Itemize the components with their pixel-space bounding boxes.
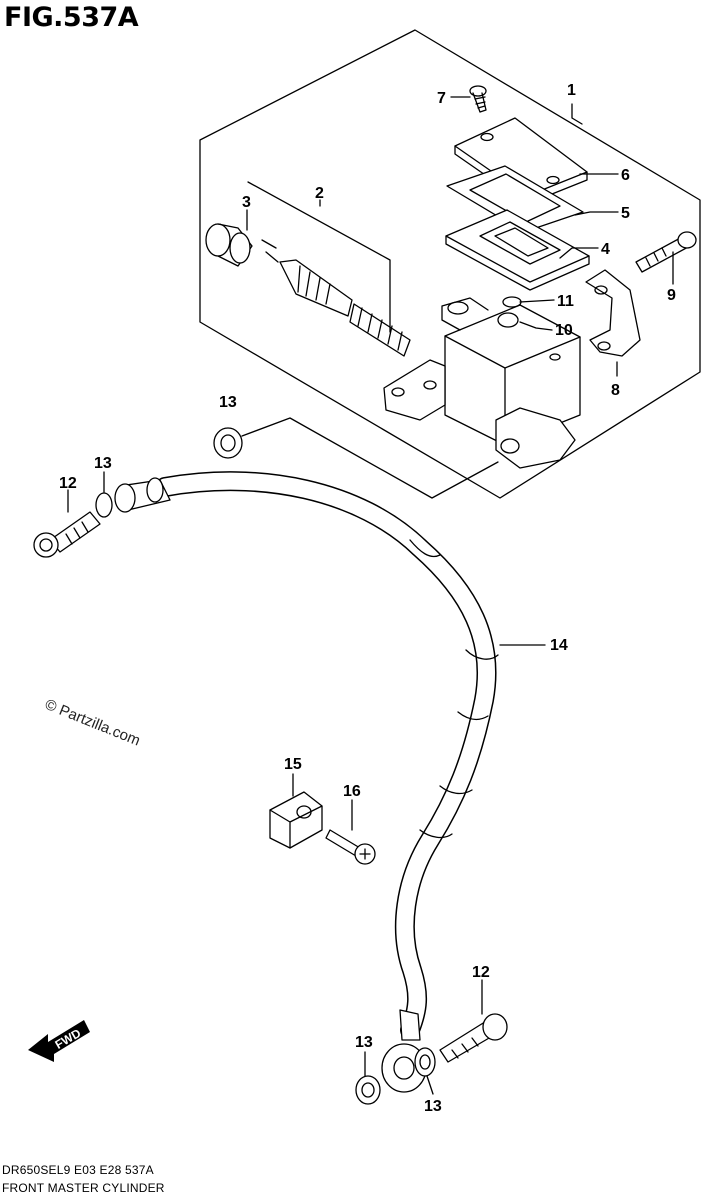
- callout-6: 6: [621, 167, 630, 184]
- screw-16: [325, 829, 376, 865]
- callout-12-lower: 12: [472, 964, 490, 981]
- group-bracket-2: [247, 181, 391, 333]
- washer-13-top: [213, 427, 243, 459]
- callout-1: 1: [567, 82, 576, 99]
- callout-11: 11: [557, 293, 574, 310]
- screw-7: [469, 85, 487, 113]
- washer-13-lower-left: [355, 1075, 381, 1105]
- footer-diagram-name: FRONT MASTER CYLINDER: [2, 1181, 165, 1195]
- leader-5: [574, 211, 619, 216]
- bolt-9: [635, 231, 697, 273]
- callout-9: 9: [667, 287, 676, 304]
- callout-4: 4: [601, 241, 610, 258]
- hose-clamp-15: [269, 791, 323, 849]
- leader-13d: [426, 1075, 434, 1095]
- watermark: © Partzilla.com: [43, 696, 143, 750]
- fwd-arrow-icon: FWD: [28, 1020, 90, 1062]
- washer-13-lower-right: [414, 1047, 436, 1077]
- callout-7: 7: [437, 90, 446, 107]
- figure-title: FIG.537A: [4, 2, 139, 33]
- callout-5: 5: [621, 205, 630, 222]
- master-cylinder-body: [383, 296, 581, 469]
- leader-1: [571, 103, 583, 125]
- leader-11: [519, 299, 555, 303]
- callout-3: 3: [242, 194, 251, 211]
- callout-16: 16: [343, 783, 361, 800]
- callout-15: 15: [284, 756, 302, 773]
- piston-assembly: [205, 223, 411, 357]
- callout-13-upper: 13: [94, 455, 112, 472]
- callout-13-top: 13: [219, 394, 237, 411]
- banjo-bolt-lower: [439, 1013, 508, 1063]
- callout-13-lower-left: 13: [355, 1034, 373, 1051]
- callout-13-lower-right: 13: [424, 1098, 442, 1115]
- assembly-outline: [199, 29, 701, 499]
- callout-2: 2: [315, 185, 324, 202]
- hose-guide-line: [241, 417, 499, 499]
- footer-model-code: DR650SEL9 E03 E28 537A: [2, 1163, 154, 1177]
- callout-12-upper: 12: [59, 475, 77, 492]
- callout-14: 14: [550, 637, 568, 654]
- diaphragm: [445, 209, 590, 291]
- callout-10: 10: [555, 322, 573, 339]
- leader-4: [559, 247, 599, 259]
- banjo-bolt-upper: [33, 492, 113, 558]
- leader-10: [519, 321, 553, 331]
- callout-8: 8: [611, 382, 620, 399]
- holder-clamp: [585, 269, 641, 357]
- brake-hose: [114, 471, 499, 1093]
